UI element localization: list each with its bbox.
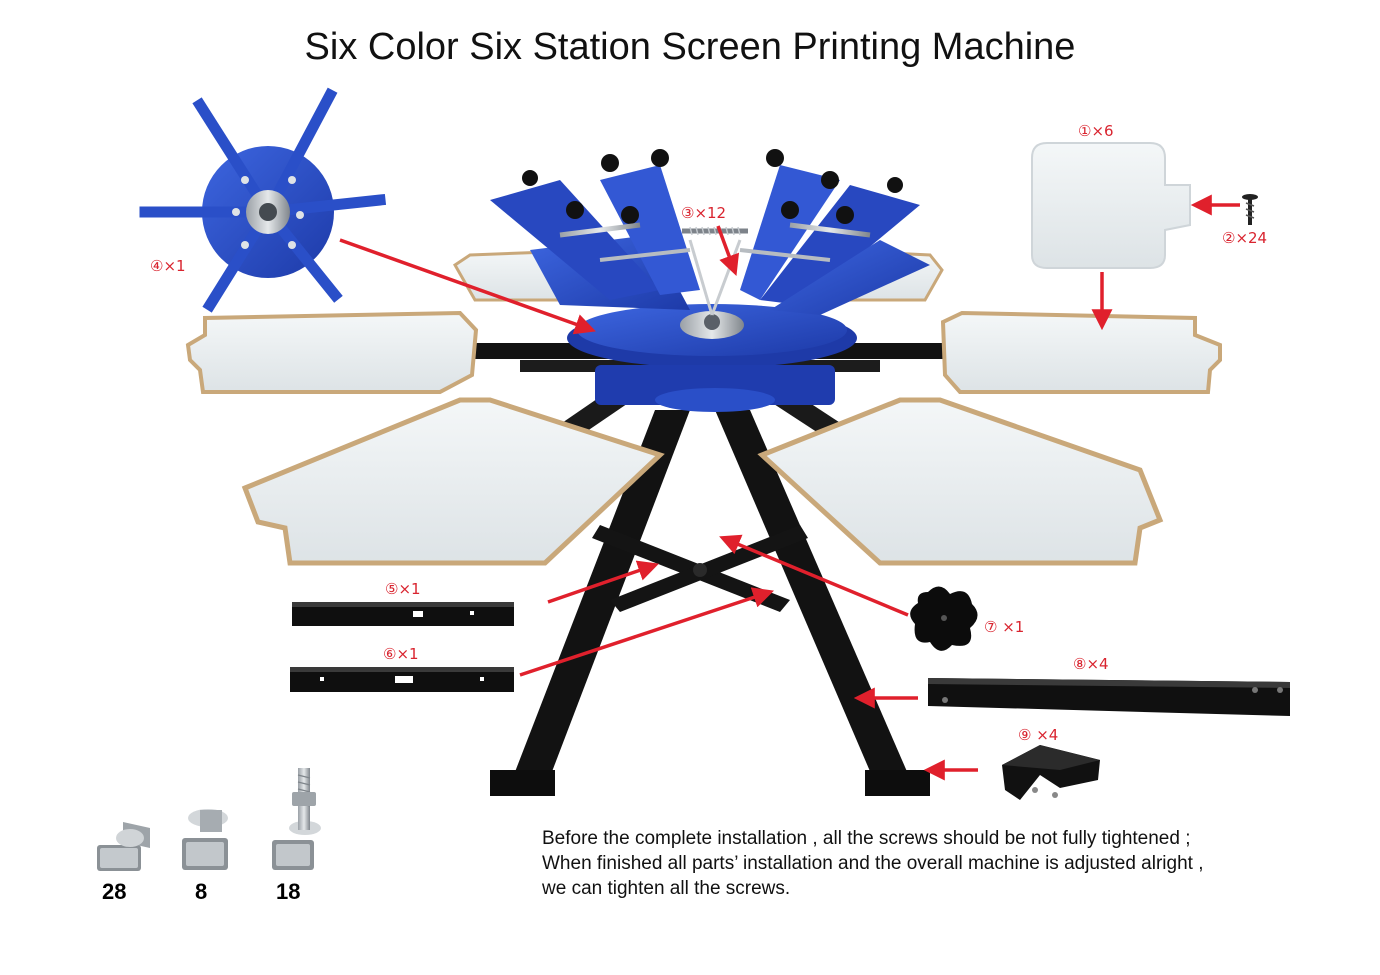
spring-icon [682, 226, 748, 236]
part-label-1: ①×6 [1078, 122, 1114, 140]
part-label-7: ⑦ ×1 [984, 618, 1025, 636]
pallets [185, 248, 1222, 566]
note-line: When finished all parts’ installation an… [542, 853, 1204, 874]
part-label-2: ②×24 [1222, 229, 1268, 247]
part-label-4: ④×1 [150, 257, 186, 275]
part-label-8: ⑧×4 [1073, 655, 1109, 673]
brace-bar-part-5 [292, 602, 514, 626]
installation-note: Before the complete installation , all t… [542, 826, 1302, 901]
part-label-5: ⑤×1 [385, 580, 421, 598]
page-title: Six Color Six Station Screen Printing Ma… [304, 26, 1076, 68]
bolt-icon [97, 768, 321, 871]
print-head-assembly [490, 149, 930, 412]
part-label-3: ③×12 [681, 204, 727, 222]
plate-icon [910, 586, 978, 651]
screw-count-small: 28 [102, 879, 127, 904]
pallet-board-part [1031, 142, 1191, 269]
assembly-arrows [339, 194, 1240, 781]
note-line: we can tighten all the screws. [542, 878, 791, 899]
rotary-hub-part [139, 87, 387, 313]
screw-count-medium: 8 [195, 879, 208, 904]
leg-bar-part-8 [928, 678, 1290, 716]
part-label-6: ⑥×1 [383, 645, 419, 663]
brace-bar-part-6 [290, 667, 514, 692]
note-line: Before the complete installation , all t… [542, 828, 1191, 849]
screw-count-long: 18 [276, 879, 301, 904]
wood-screw-icon [1242, 194, 1258, 225]
part-label-9: ⑨ ×4 [1018, 726, 1059, 744]
bracket-icon [1002, 745, 1100, 800]
